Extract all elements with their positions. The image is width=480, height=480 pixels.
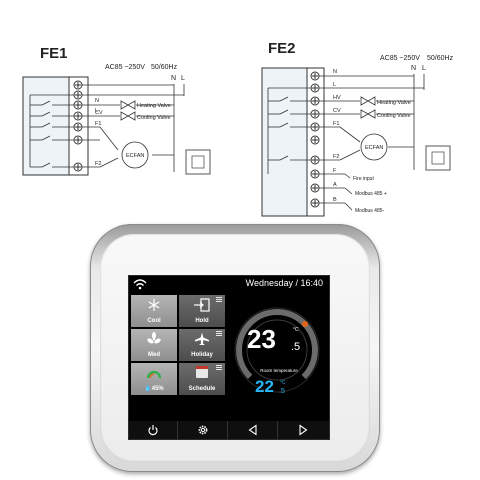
fe1-supply: AC85 ~250V [105,64,145,71]
settings-button[interactable] [179,421,228,439]
fe2-term-cv: CV [333,108,341,114]
fe1-title: FE1 [40,45,68,62]
fe2-valves [360,96,376,119]
fe2-fan-symbol [360,133,388,161]
fe2-diagram: FE2 AC85 ~250V 50/60Hz N L [261,40,454,217]
tile-fan-label: Med [148,352,160,358]
tile-cool[interactable]: Cool [131,295,177,327]
fe2-term-a: A [333,182,337,188]
fe1-external-wiring [82,84,185,172]
fe2-term-f2: F2 [333,154,339,160]
fe2-term-b: B [333,197,337,203]
date-time: Wednesday / 16:40 [245,278,323,288]
fe1-term-f1: F1 [95,121,101,127]
fe1-frequency: 50/60Hz [151,64,178,71]
thermostat-device: Wednesday / 16:40 Cool Hold [90,224,380,472]
set-temperature-decimal: .5 [279,388,285,395]
fe1-valves [120,100,136,121]
fe2-heating-valve-label: Heating Valve [377,100,411,106]
fe1-fan-symbol [121,141,149,169]
fe1-diagram: FE1 AC85 ~250V 50/60Hz N L [22,45,211,176]
fe2-term-n: N [333,69,337,75]
tile-hold[interactable]: Hold [179,295,225,327]
fe1-n-label: N [171,75,176,82]
tile-hold-label: Hold [195,318,209,324]
menu-lines-icon [216,365,222,370]
increase-button[interactable] [279,421,328,439]
fe1-terminals [73,80,83,172]
power-icon [148,425,158,436]
water-drop-icon: 💧 [144,386,152,392]
fe2-modbus-plus-label: Modbus 485 + [355,191,387,197]
room-temperature-unit: °C [293,327,299,333]
fe2-external-wiring [319,74,425,211]
fe2-n-label: N [411,65,416,72]
fe1-l-label: L [181,75,185,82]
tile-humidity-value: 💧45% [131,385,177,392]
fe2-term-f1: F1 [333,121,339,127]
fe2-term-l: L [333,82,336,88]
menu-lines-icon [216,331,222,336]
menu-lines-icon [216,297,222,302]
status-bar: Wednesday / 16:40 [129,276,329,292]
fe2-cooling-valve-label: Cooling Valve [377,113,411,119]
fe2-frequency: 50/60Hz [427,55,454,62]
fe1-fan-label: ECFAN [126,153,144,159]
fe2-title: FE2 [268,40,296,57]
calendar-icon [196,366,208,378]
tile-schedule-label: Schedule [188,386,216,392]
fe1-relays [29,94,74,168]
set-temperature-unit: °C [280,380,286,386]
tile-cool-label: Cool [147,318,161,324]
room-temperature: 23 [247,324,276,354]
humidity-value: 45% [151,386,164,392]
gear-icon [198,425,208,435]
fe1-term-l: L [95,108,98,114]
power-button[interactable] [129,421,178,439]
tile-schedule[interactable]: Schedule [179,363,225,395]
gauge-ring [234,307,320,393]
tile-holiday-label: Holiday [191,352,213,358]
tile-humidity[interactable]: 💧45% [131,363,177,395]
fe1-term-cv: CV [95,110,103,116]
fan-icon [147,332,161,344]
fe2-modbus-minus-label: Modbus 485- [355,208,385,214]
humidity-gauge-icon [146,370,162,379]
fe2-term-hv: HV [333,95,341,101]
fe2-relays [267,87,311,174]
wiring-diagrams: FE1 AC85 ~250V 50/60Hz N L [22,40,454,217]
fe2-term-f: F [333,168,337,174]
set-temperature: 22 [255,377,274,396]
fe1-heating-valve-label: Heating Valve [137,103,171,109]
fe1-term-f2: F2 [95,161,101,167]
fe2-fire-input-label: Fire input [353,176,374,182]
wifi-icon [133,279,147,290]
airplane-icon [195,332,209,345]
fe1-fire-switch-box [185,149,211,175]
fe2-supply: AC85 ~250V [380,55,420,62]
tile-holiday[interactable]: Holiday [179,329,225,361]
tile-fan-speed[interactable]: Med [131,329,177,361]
room-temperature-decimal: .5 [291,341,301,353]
triangle-right-icon [299,424,308,436]
fe2-fire-switch-box [425,145,451,171]
room-temperature-label: Room temperature [260,368,298,373]
snowflake-icon [148,299,160,311]
thermostat-screen: Wednesday / 16:40 Cool Hold [128,275,330,440]
temperature-gauge[interactable]: 23 °C .5 Room temperature 22 °C .5 [229,296,327,402]
fe2-fan-label: ECFAN [365,145,383,151]
fe2-l-label: L [422,65,426,72]
triangle-left-icon [248,424,257,436]
fe1-cooling-valve-label: Cooling Valve [137,115,171,121]
fe1-term-n: N [95,98,99,104]
gauge-setpoint-marker [302,321,308,327]
bottom-nav-bar [129,421,329,439]
decrease-button[interactable] [229,421,278,439]
hold-door-icon [194,298,210,312]
